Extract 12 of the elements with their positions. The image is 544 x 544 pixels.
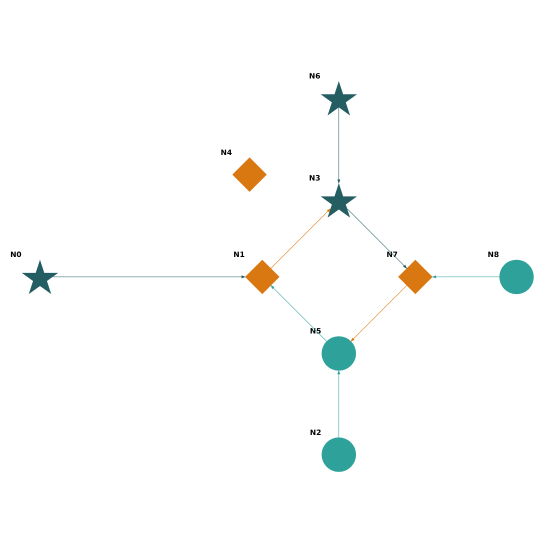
node-diamond: [232, 156, 267, 192]
arrow: [350, 284, 407, 342]
node-diamond: [245, 259, 280, 294]
arrow: [270, 208, 331, 268]
arrow: [432, 274, 500, 278]
arrow: [52, 274, 246, 278]
arrow: [337, 369, 340, 438]
arrow: [346, 208, 408, 268]
node-circle: [322, 436, 356, 472]
arrow: [270, 284, 327, 341]
node-circle: [499, 259, 534, 294]
node-diamond: [398, 259, 433, 294]
